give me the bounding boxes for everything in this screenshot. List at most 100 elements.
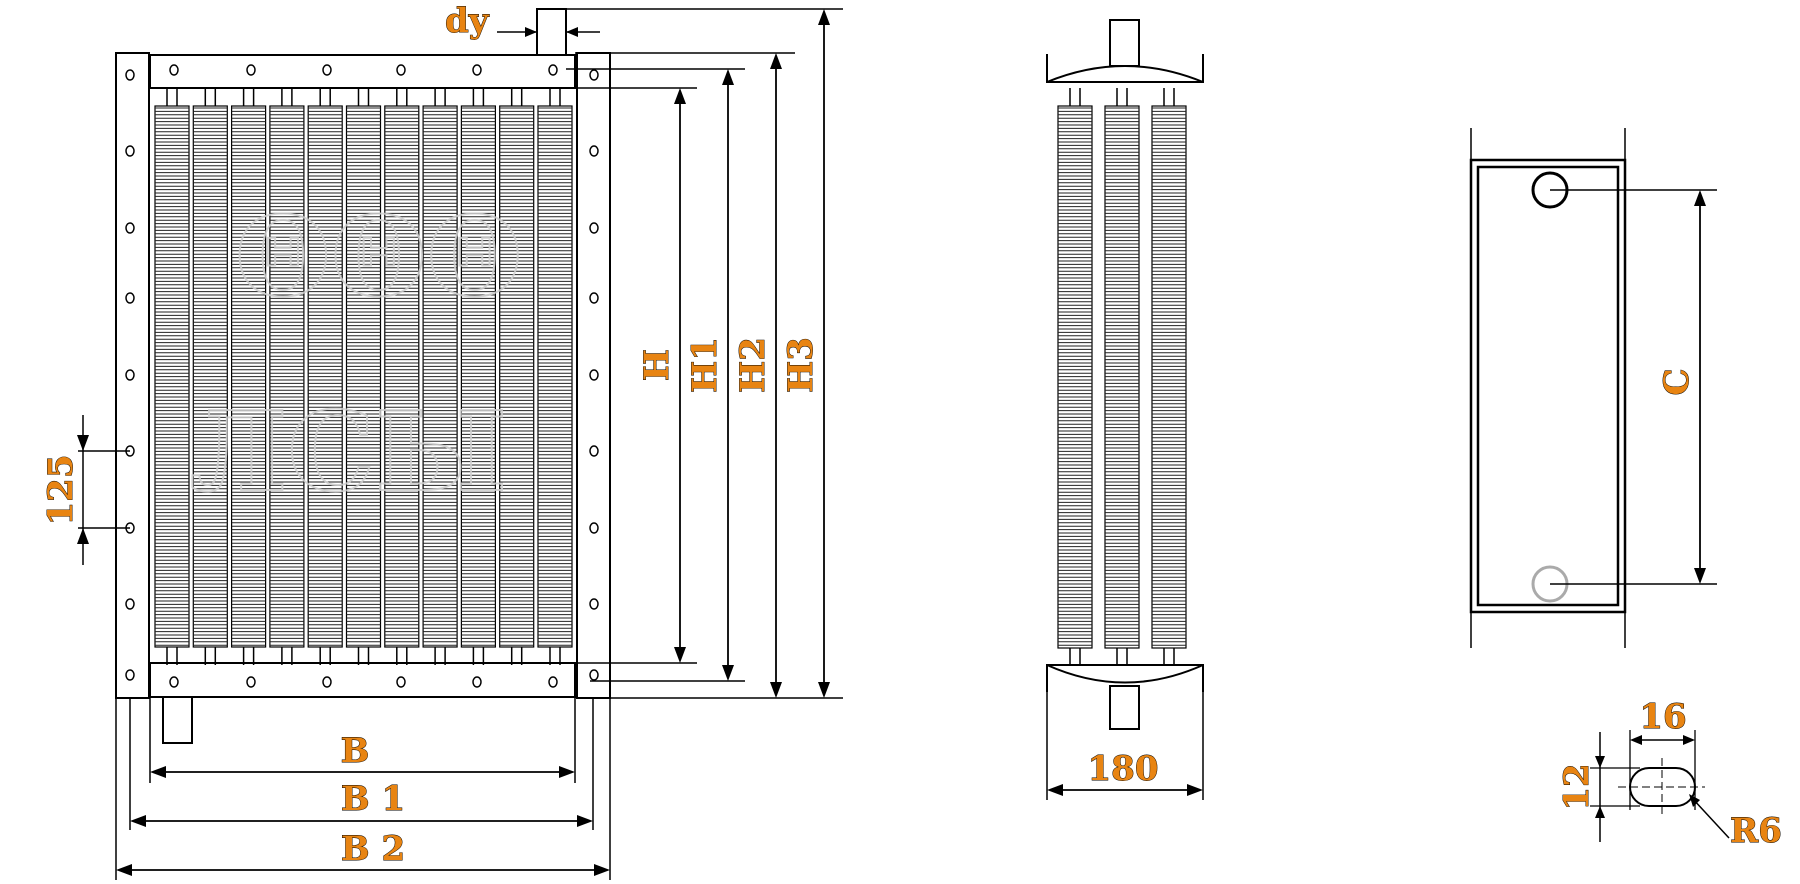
b-arrow-right xyxy=(559,766,575,778)
bottom-header-hole-4 xyxy=(396,676,406,688)
top-inlet-pipe xyxy=(536,8,567,56)
h1-arrow-top xyxy=(722,69,734,85)
bottom-outlet-pipe xyxy=(162,696,193,744)
bolt-hole-group xyxy=(125,64,599,688)
slot-width-arrow-right xyxy=(1683,735,1695,745)
h2-label: H2 xyxy=(733,337,773,393)
left-bolt-hole-2 xyxy=(125,145,135,157)
finned-tube-4 xyxy=(269,88,305,665)
h3-label: H3 xyxy=(781,337,821,393)
top-header-hole-4 xyxy=(396,64,406,76)
left-bolt-hole-5 xyxy=(125,369,135,381)
slot-height-label: 12 xyxy=(1557,763,1597,810)
h2-arrow-top xyxy=(770,53,782,69)
top-header-hole-6 xyxy=(548,64,558,76)
c-arrow-top xyxy=(1694,190,1706,206)
right-bolt-hole-1 xyxy=(589,69,599,81)
side-top-pipe xyxy=(1109,19,1140,67)
side-bottom-cap-curve xyxy=(1046,664,1204,684)
left-bolt-hole-8 xyxy=(125,598,135,610)
right-bolt-hole-2 xyxy=(589,145,599,157)
bottom-header-hole-5 xyxy=(472,676,482,688)
b2-label: B 2 xyxy=(341,829,405,869)
c-arrow-bottom xyxy=(1694,568,1706,584)
b1-label: B 1 xyxy=(341,779,405,819)
b-arrow-left xyxy=(150,766,166,778)
left-bolt-hole-4 xyxy=(125,292,135,304)
finned-tube-10 xyxy=(499,88,535,665)
side-top-cap-curve xyxy=(1046,65,1204,83)
finned-tube-11 xyxy=(537,88,573,665)
b-label: B xyxy=(341,731,370,771)
right-bolt-hole-4 xyxy=(589,292,599,304)
side-finned-tube-3 xyxy=(1151,88,1187,666)
watermark-text-bottom: ЛСЫ xyxy=(190,387,507,516)
left-bolt-hole-9 xyxy=(125,669,135,681)
watermark-logo: ΘΘΘ ЛСЫ xyxy=(189,191,523,517)
pitch-label: 125 xyxy=(41,455,81,526)
front-dimensions: dy H H1 H2 H3 xyxy=(41,1,843,880)
top-header-hole-5 xyxy=(472,64,482,76)
depth-arrow-left xyxy=(1047,784,1063,796)
h3-arrow-top xyxy=(818,9,830,25)
finned-tube-5 xyxy=(307,88,343,665)
top-header-hole-1 xyxy=(169,64,179,76)
depth-label: 180 xyxy=(1088,749,1159,789)
finned-tube-6 xyxy=(345,88,382,665)
bottom-header-hole-2 xyxy=(246,676,256,688)
radius-arrow xyxy=(1689,794,1700,807)
side-top-header xyxy=(1046,54,1204,83)
top-header-hole-3 xyxy=(322,64,332,76)
radius-label: R6 xyxy=(1730,811,1782,851)
bottom-header-hole-1 xyxy=(169,676,179,688)
top-header xyxy=(149,54,576,89)
h3-arrow-bottom xyxy=(818,682,830,698)
slot-detail: 16 12 R6 xyxy=(1557,697,1783,852)
left-side-plate xyxy=(115,52,150,699)
dy-label: dy xyxy=(445,1,490,41)
right-bolt-hole-8 xyxy=(589,598,599,610)
finned-tube-8 xyxy=(422,88,458,665)
h1-label: H1 xyxy=(685,337,725,393)
b2-arrow-left xyxy=(116,864,132,876)
top-header-hole-2 xyxy=(246,64,256,76)
bottom-header-hole-3 xyxy=(322,676,332,688)
finned-tube-3 xyxy=(231,88,267,665)
right-bolt-hole-6 xyxy=(589,445,599,457)
pitch-arrow-bottom xyxy=(77,528,89,544)
side-tube-group xyxy=(1057,88,1187,666)
right-side-plate xyxy=(576,52,611,699)
slot-width-arrow-left xyxy=(1630,735,1642,745)
h1-arrow-bottom xyxy=(722,665,734,681)
right-bolt-hole-9 xyxy=(589,669,599,681)
h2-arrow-bottom xyxy=(770,682,782,698)
finned-tube-group xyxy=(154,88,573,665)
slot-width-label: 16 xyxy=(1639,697,1686,737)
side-finned-tube-2 xyxy=(1104,88,1140,666)
finned-tube-1 xyxy=(154,88,190,665)
finned-tube-9 xyxy=(460,88,496,665)
watermark-text-top: ΘΘΘ xyxy=(235,192,522,321)
b2-arrow-right xyxy=(594,864,610,876)
right-bolt-hole-3 xyxy=(589,222,599,234)
bottom-header-hole-6 xyxy=(548,676,558,688)
h-label: H xyxy=(637,349,677,381)
front-view: ΘΘΘ ЛСЫ xyxy=(115,8,611,744)
dy-arrow-left xyxy=(525,27,537,37)
side-bottom-pipe xyxy=(1109,685,1140,730)
b1-arrow-right xyxy=(577,815,593,827)
c-label: C xyxy=(1657,368,1697,395)
side-finned-tube-1 xyxy=(1057,88,1093,666)
dy-arrow-right xyxy=(566,27,578,37)
right-bolt-hole-5 xyxy=(589,369,599,381)
b1-arrow-left xyxy=(130,815,146,827)
side-bottom-header xyxy=(1046,664,1204,692)
slot-height-arrow-bottom xyxy=(1595,806,1605,818)
side-view: 180 xyxy=(1046,19,1204,800)
left-bolt-hole-3 xyxy=(125,222,135,234)
end-view: C xyxy=(1469,128,1717,648)
h-arrow-bottom xyxy=(674,647,686,663)
slot-height-arrow-top xyxy=(1595,756,1605,768)
finned-tube-2 xyxy=(192,88,228,665)
